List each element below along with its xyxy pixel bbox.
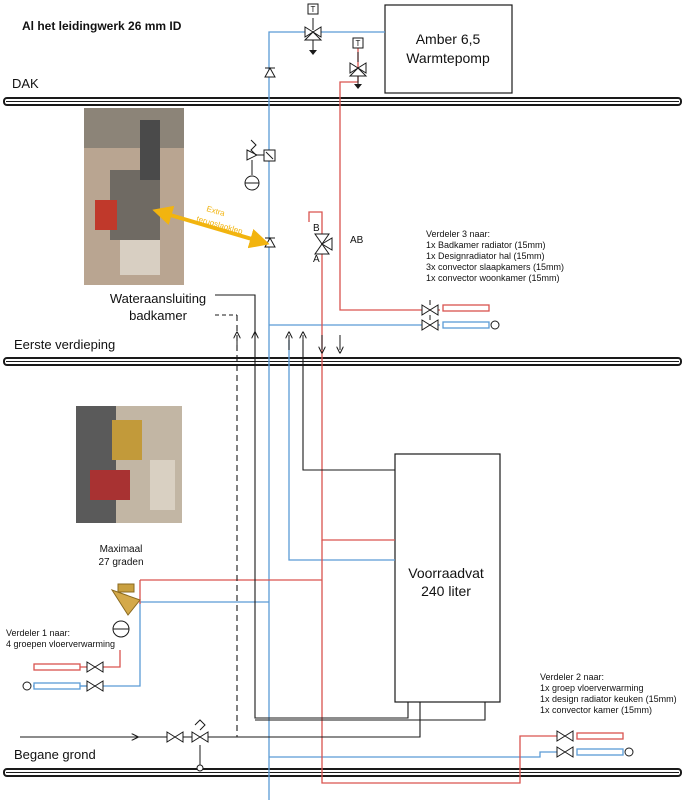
mixer-max-label-1: Maximaal (100, 544, 143, 555)
mixer-valve-icon (110, 583, 141, 616)
svg-text:1x Badkamer radiator (15mm): 1x Badkamer radiator (15mm) (426, 240, 546, 250)
svg-text:4 groepen vloerverwarming: 4 groepen vloerverwarming (6, 639, 115, 649)
svg-text:1x convector woonkamer (15mm): 1x convector woonkamer (15mm) (426, 273, 560, 283)
check-valve-top (264, 67, 276, 78)
mixing-valve-blue: T (303, 3, 323, 55)
svg-text:3x convector slaapkamers (15mm: 3x convector slaapkamers (15mm) (426, 262, 564, 272)
svg-text:Verdeler 2 naar:: Verdeler 2 naar: (540, 672, 604, 682)
inlet-safety-valve (191, 719, 209, 772)
floor-label-roof: DAK (12, 76, 39, 91)
three-way-valve: B A AB (313, 223, 364, 265)
water-pipes (20, 294, 486, 738)
floor-label-ground: Begane grond (14, 747, 96, 762)
distributor3-gauge-icon (490, 320, 500, 330)
svg-text:A: A (313, 254, 320, 265)
photo-installation-upper (84, 108, 184, 285)
distributor1-supply-valve[interactable] (86, 661, 104, 673)
flow-arrows (100, 335, 340, 737)
svg-text:T: T (356, 39, 361, 48)
distributor2-gauge-icon (624, 747, 634, 757)
distributor2-text: Verdeler 2 naar: 1x groep vloerverwarmin… (540, 672, 677, 715)
mixing-valve-red: T (348, 37, 368, 89)
svg-text:B: B (313, 223, 320, 234)
water-connection-label-1: Wateraansluiting (110, 291, 206, 306)
heat-pump-label-1: Amber 6,5 (416, 31, 481, 47)
diagram-title: Al het leidingwerk 26 mm ID (22, 19, 182, 33)
floor-slab-first (3, 357, 682, 366)
photo-installation-lower (76, 406, 182, 523)
distributor1-text: Verdeler 1 naar: 4 groepen vloerverwarmi… (6, 628, 115, 649)
water-connection-label-2: badkamer (129, 308, 187, 323)
safety-group (244, 139, 276, 191)
svg-text:1x groep vloerverwarming: 1x groep vloerverwarming (540, 683, 644, 693)
heat-pump-box (384, 4, 513, 94)
svg-text:Verdeler 3 naar:: Verdeler 3 naar: (426, 229, 490, 239)
svg-text:1x design radiator keuken (15m: 1x design radiator keuken (15mm) (540, 694, 677, 704)
tank-label-2: 240 liter (421, 583, 471, 599)
svg-text:1x Designradiator hal (15mm): 1x Designradiator hal (15mm) (426, 251, 545, 261)
floor-label-first: Eerste verdieping (14, 337, 115, 352)
extra-check-valve-callout (152, 205, 270, 249)
heat-pump-label-2: Warmtepomp (406, 50, 490, 66)
inlet-valve[interactable] (166, 731, 184, 743)
svg-text:Verdeler 1 naar:: Verdeler 1 naar: (6, 628, 70, 638)
distributor1-gauge-icon (22, 681, 32, 691)
floor-slab-roof (3, 97, 682, 106)
distributor2-supply-valve[interactable] (556, 730, 574, 742)
storage-tank-box (394, 453, 501, 703)
svg-text:T: T (311, 5, 316, 14)
distributor1-return-valve[interactable] (86, 680, 104, 692)
floor-slab-ground (3, 768, 682, 777)
callout-label-1: Extra (205, 204, 226, 218)
tank-label-1: Voorraadvat (408, 565, 484, 581)
mixer-max-label-2: 27 graden (98, 557, 143, 568)
svg-text:1x convector kamer (15mm): 1x convector kamer (15mm) (540, 705, 652, 715)
distributor3-text: Verdeler 3 naar: 1x Badkamer radiator (1… (426, 229, 564, 283)
pump-icon (112, 620, 130, 638)
distributor3-return-valve[interactable] (421, 319, 439, 331)
distributor3-supply-valve[interactable] (421, 304, 439, 316)
svg-text:AB: AB (350, 235, 364, 246)
check-valve-extra (264, 237, 276, 248)
distributor2-return-valve[interactable] (556, 746, 574, 758)
return-pipes (33, 31, 624, 800)
